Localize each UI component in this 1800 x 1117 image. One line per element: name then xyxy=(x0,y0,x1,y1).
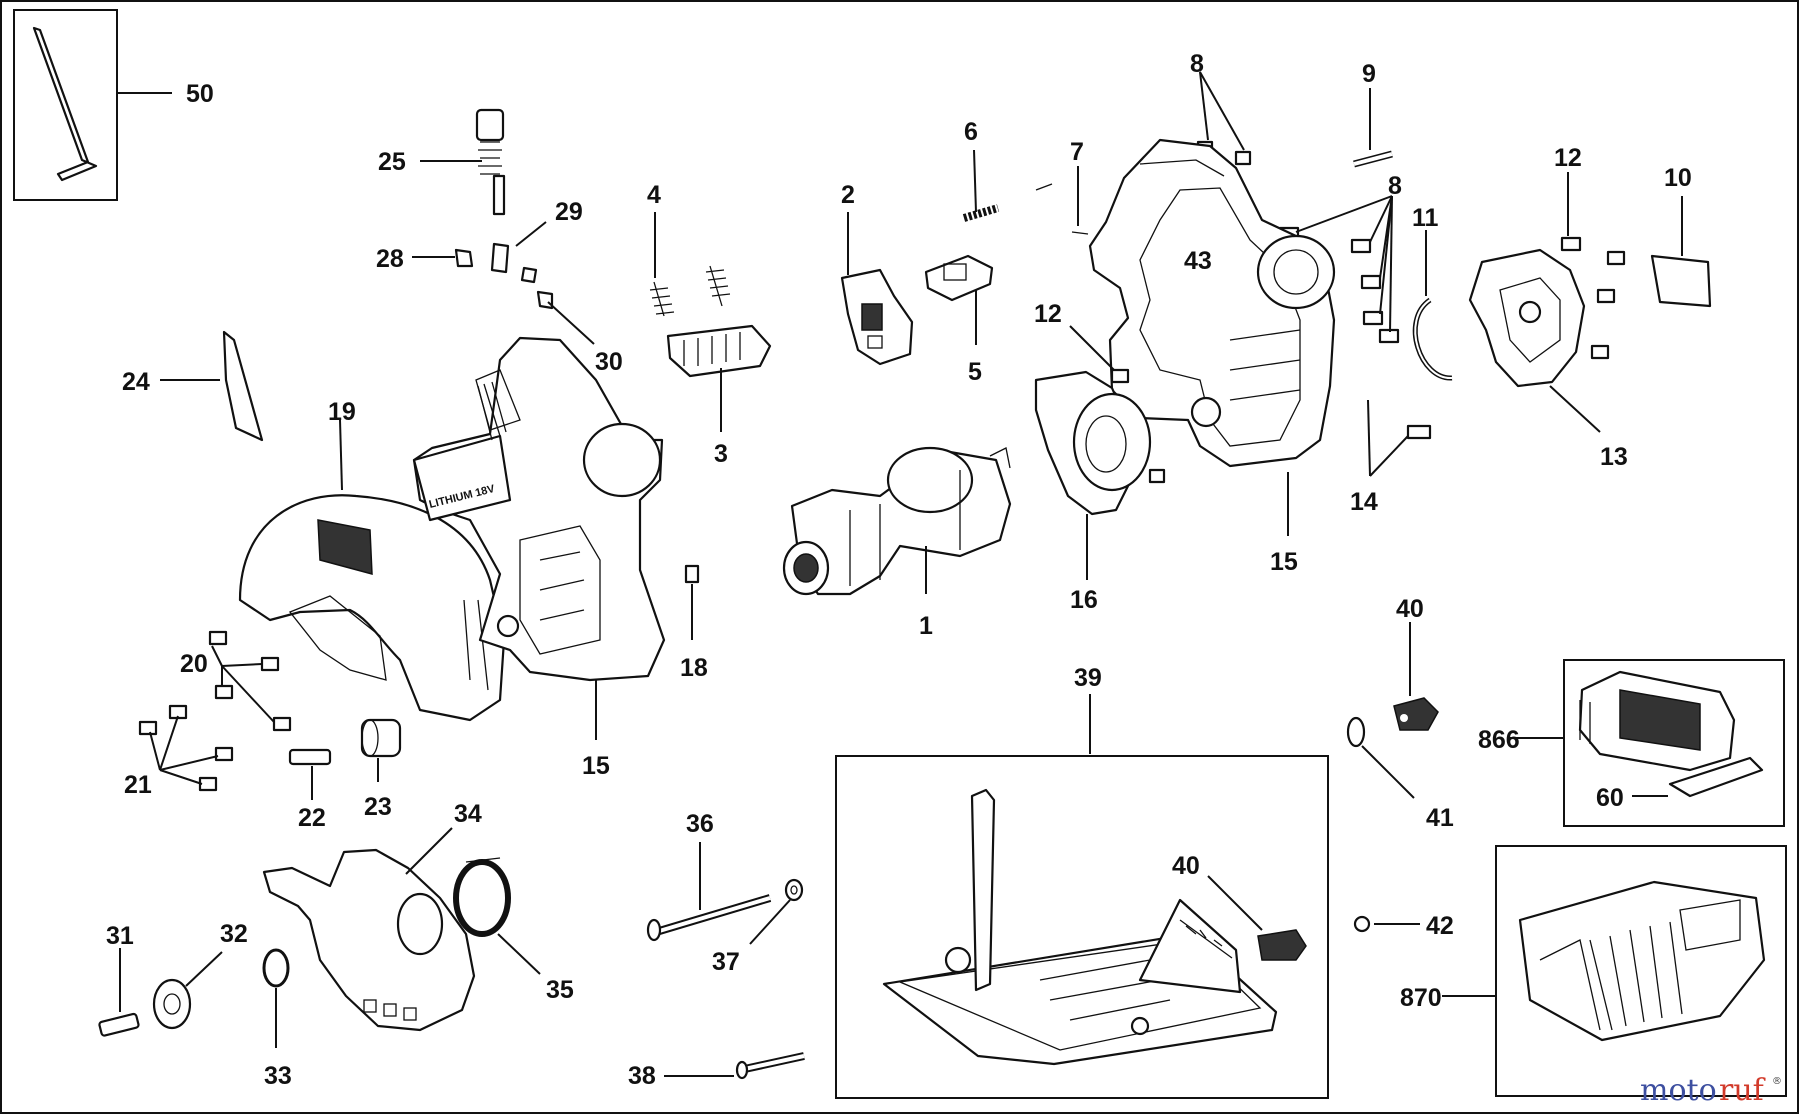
part-25-lock-pin xyxy=(475,108,506,216)
part-24-riving-knife xyxy=(222,330,264,442)
label-3: 3 xyxy=(714,440,728,468)
part-3-switch xyxy=(666,324,772,378)
part-13-end-cap xyxy=(1468,248,1626,388)
part-4-springs xyxy=(649,265,731,317)
part-870-charger xyxy=(1495,845,1787,1097)
part-6-spring xyxy=(962,204,1000,222)
part-50-hex-key xyxy=(13,9,118,201)
part-21-screws xyxy=(138,704,234,792)
part-36-long-bolt xyxy=(646,894,772,942)
label-16: 16 xyxy=(1070,586,1098,614)
label-19: 19 xyxy=(328,398,356,426)
part-41-washer xyxy=(1346,716,1366,748)
label-31: 31 xyxy=(106,922,134,950)
label-12-left: 12 xyxy=(1034,300,1062,328)
label-22: 22 xyxy=(298,804,326,832)
part-10-label-plate xyxy=(1650,254,1712,308)
part-5-lock-button xyxy=(924,254,994,302)
label-40-upper: 40 xyxy=(1396,595,1424,623)
part-34-lower-guard xyxy=(262,848,476,1032)
part-12-screw-left xyxy=(1110,368,1130,384)
label-866: 866 xyxy=(1478,726,1520,754)
label-15-left: 15 xyxy=(582,752,610,780)
label-14: 14 xyxy=(1350,488,1378,516)
label-2: 2 xyxy=(841,181,855,209)
label-42: 42 xyxy=(1426,912,1454,940)
part-19-upper-guard xyxy=(238,494,506,722)
label-4: 4 xyxy=(647,181,661,209)
part-16-bearing-plate xyxy=(1034,370,1166,516)
watermark-text-2: ruf xyxy=(1719,1073,1766,1108)
label-35: 35 xyxy=(546,976,574,1004)
label-11: 11 xyxy=(1412,204,1439,232)
part-2-switch-module xyxy=(840,268,914,366)
label-1: 1 xyxy=(919,612,933,640)
part-15-motor-housing xyxy=(1088,138,1336,468)
part-42-nut xyxy=(1353,915,1371,933)
part-35-return-spring xyxy=(453,857,511,937)
label-24: 24 xyxy=(122,368,150,396)
watermark-text-1: moto xyxy=(1640,1073,1717,1108)
part-15-main-housing: LITHIUM 18V xyxy=(412,336,666,682)
label-28: 28 xyxy=(376,245,404,273)
part-38-bolt xyxy=(735,1052,805,1080)
label-25: 25 xyxy=(378,148,406,176)
part-31-bolt xyxy=(98,1012,140,1037)
label-38: 38 xyxy=(628,1062,656,1090)
label-30: 30 xyxy=(595,348,623,376)
part-37-washer xyxy=(784,878,804,902)
label-15-right: 15 xyxy=(1270,548,1298,576)
part-7-pins xyxy=(1035,183,1089,235)
label-10: 10 xyxy=(1664,164,1692,192)
label-8-right: 8 xyxy=(1388,172,1402,200)
label-33: 33 xyxy=(264,1062,292,1090)
label-43: 43 xyxy=(1184,247,1212,275)
part-20-screws xyxy=(208,630,292,732)
label-23: 23 xyxy=(364,793,392,821)
part-18-pin xyxy=(684,564,700,584)
label-36: 36 xyxy=(686,810,714,838)
part-33-o-ring xyxy=(262,948,290,988)
label-40-lower: 40 xyxy=(1172,852,1200,880)
label-20: 20 xyxy=(180,650,208,678)
label-6: 6 xyxy=(964,118,978,146)
label-37: 37 xyxy=(712,948,740,976)
label-34: 34 xyxy=(454,800,482,828)
label-32: 32 xyxy=(220,920,248,948)
label-21: 21 xyxy=(124,771,152,799)
part-866-battery-pack xyxy=(1563,659,1785,827)
part-12-screw-right xyxy=(1560,236,1582,252)
part-1-motor xyxy=(782,446,1012,596)
part-29-spring-clip xyxy=(490,242,538,284)
label-7: 7 xyxy=(1070,138,1084,166)
label-870: 870 xyxy=(1400,984,1442,1012)
part-23-spacer xyxy=(360,718,402,758)
label-18: 18 xyxy=(680,654,708,682)
part-39-base-plate xyxy=(835,755,1329,1099)
part-30-clip xyxy=(536,290,554,310)
part-9-pin xyxy=(1353,150,1393,168)
part-28-clip xyxy=(454,248,474,268)
motoruf-watermark: moto ruf ® xyxy=(1640,1073,1782,1108)
part-14-screws xyxy=(1406,424,1432,440)
label-8-top: 8 xyxy=(1190,50,1204,78)
label-60: 60 xyxy=(1596,784,1624,812)
part-11-circlip xyxy=(1412,297,1453,381)
part-22-bolt xyxy=(288,748,332,766)
label-9: 9 xyxy=(1362,60,1376,88)
part-32-washer xyxy=(152,978,192,1030)
part-60-cover xyxy=(1668,756,1764,798)
label-50: 50 xyxy=(186,80,214,108)
watermark-reg: ® xyxy=(1772,1076,1782,1087)
label-41: 41 xyxy=(1426,804,1454,832)
label-39: 39 xyxy=(1074,664,1102,692)
label-13: 13 xyxy=(1600,443,1628,471)
part-40-bevel-knob-upper xyxy=(1393,697,1439,731)
label-29: 29 xyxy=(555,198,583,226)
label-12-right: 12 xyxy=(1554,144,1582,172)
label-5: 5 xyxy=(968,358,982,386)
part-40-bevel-knob-lower xyxy=(1257,929,1307,961)
